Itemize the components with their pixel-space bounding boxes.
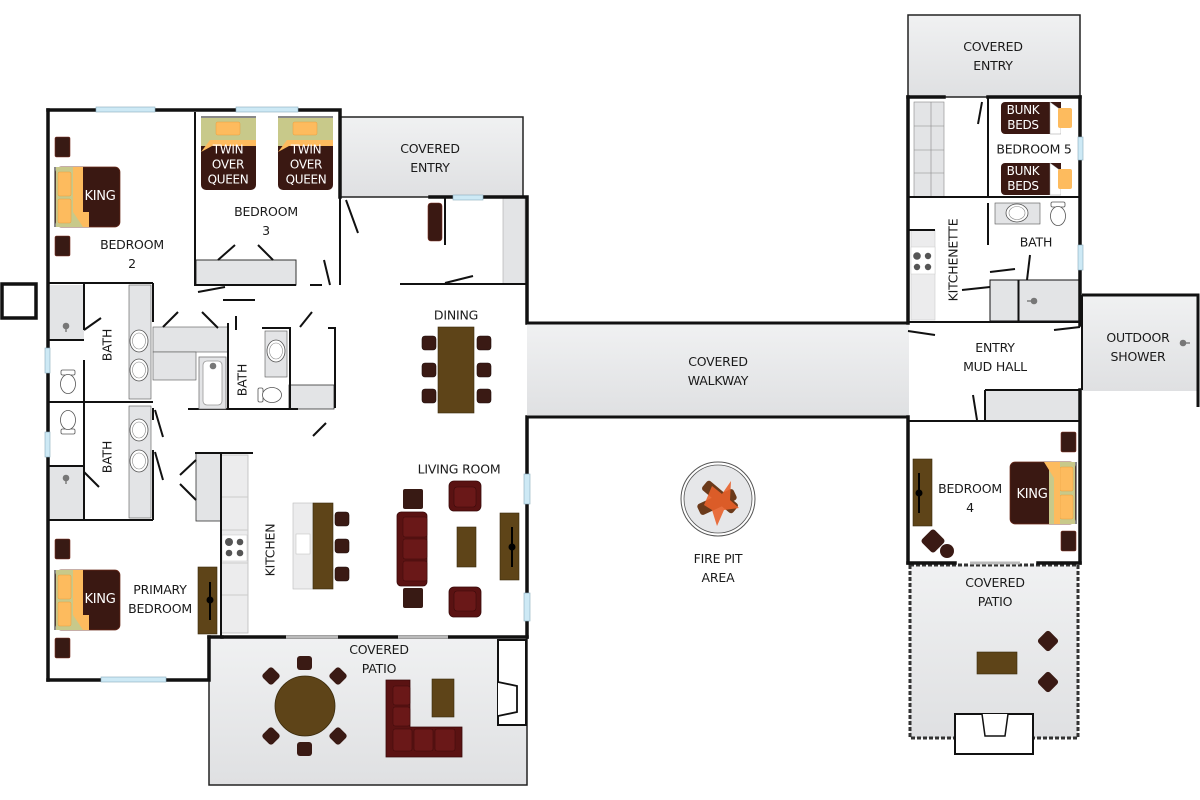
fireplace-icon (497, 681, 518, 717)
room-label-kitchen: KITCHEN (262, 523, 278, 577)
armchair-icon (921, 529, 954, 558)
toilet-icon (257, 387, 282, 403)
room-label-kitchenette: KITCHENETTE (945, 218, 961, 302)
tv-console-icon (197, 566, 218, 635)
bed-icon (54, 569, 121, 631)
toilet-icon (1050, 201, 1066, 226)
sink-icon (129, 358, 149, 382)
room-label-bedroom-5: BEDROOM 5 (996, 141, 1072, 157)
bed-label-primary: KING (84, 592, 116, 607)
bed-icon (1009, 461, 1077, 525)
room-label-dining: DINING (433, 307, 479, 323)
sink-icon (1005, 203, 1029, 223)
covered-walkway (527, 323, 909, 417)
covered-entry-guest (907, 14, 1081, 98)
armchair-icon (448, 480, 482, 512)
sink-icon (129, 329, 149, 353)
coffee-table (431, 678, 455, 718)
room-label-living-room: LIVING ROOM (417, 461, 501, 477)
fire-pit-icon (680, 461, 756, 537)
bed-icon (1001, 162, 1074, 196)
bed-icon (278, 116, 333, 190)
bed-icon (1001, 101, 1074, 135)
bathtub-icon (198, 356, 227, 410)
sofa-icon (385, 679, 463, 758)
toilet-icon (60, 369, 76, 394)
room-label-bath-guest: BATH (1019, 234, 1053, 250)
tv-console-icon (912, 458, 933, 527)
covered-patio-main (208, 636, 528, 786)
outdoor-shower (1082, 295, 1198, 391)
bed-label-bedroom-4: KING (1016, 487, 1048, 502)
nightstand-icon (54, 538, 71, 560)
kitchen-island (292, 502, 350, 590)
room-label-bath-1: BATH (99, 328, 115, 362)
sink-icon (266, 339, 286, 363)
fireplace-icon (981, 713, 1009, 737)
patio-chair (1037, 630, 1059, 652)
room-label-bath-2: BATH (99, 440, 115, 474)
stove-icon (910, 246, 936, 275)
dining-table-icon (421, 326, 492, 414)
nightstand-icon (54, 235, 71, 257)
exterior-box (0, 282, 38, 320)
toilet-icon (60, 410, 76, 435)
nightstand-icon (1060, 431, 1077, 453)
nightstand-icon (1060, 530, 1077, 552)
tv-console-icon (499, 512, 520, 581)
entry-bench (427, 202, 443, 242)
stove-icon (221, 534, 248, 562)
room-label-bath-3: BATH (234, 363, 250, 397)
covered-entry-main (339, 116, 524, 198)
nightstand-icon (54, 136, 71, 158)
sink-icon (129, 418, 149, 442)
sink-icon (129, 449, 149, 473)
covered-patio-guest (908, 563, 1080, 740)
shower-head-icon (1027, 297, 1038, 305)
armchair-icon (448, 586, 482, 618)
coffee-table (456, 526, 477, 568)
bed-label-bedroom-2: KING (84, 189, 116, 204)
bed-icon (201, 116, 256, 190)
dining-table-icon (262, 656, 347, 756)
bed-icon (54, 166, 121, 228)
coffee-table (976, 651, 1018, 675)
nightstand-icon (54, 637, 71, 659)
sofa-icon (396, 489, 428, 608)
patio-chair (1037, 671, 1059, 693)
